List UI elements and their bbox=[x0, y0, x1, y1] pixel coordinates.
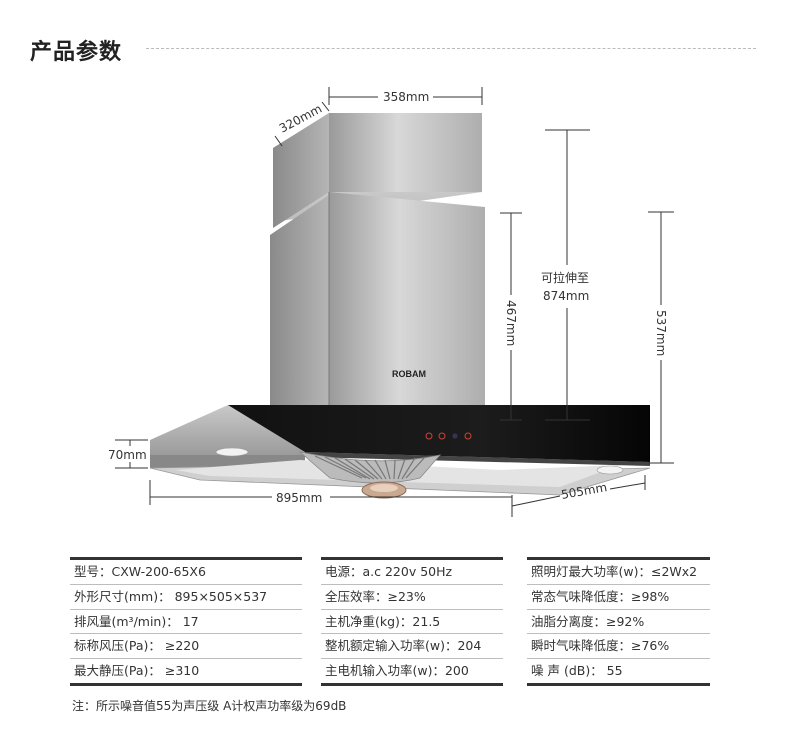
spec-power-supply: 电源：a.c 220v 50Hz bbox=[321, 560, 503, 585]
lamp-right bbox=[596, 465, 624, 475]
spec-max-static-pressure: 最大静压(Pa)： ≥310 bbox=[70, 659, 302, 686]
title-divider bbox=[146, 48, 756, 49]
spec-model: 型号：CXW-200-65X6 bbox=[70, 560, 302, 585]
control-button-fan bbox=[452, 433, 458, 439]
spec-odor-reduction: 常态气味降低度：≥98% bbox=[527, 585, 710, 610]
spec-rated-pressure: 标称风压(Pa)： ≥220 bbox=[70, 634, 302, 660]
dim-895mm: 895mm bbox=[276, 491, 322, 505]
lamp-left bbox=[215, 447, 249, 457]
spec-column-2: 电源：a.c 220v 50Hz 全压效率：≥23% 主机净重(kg)：21.5… bbox=[321, 557, 503, 686]
spec-dimensions: 外形尺寸(mm)： 895×505×537 bbox=[70, 585, 302, 610]
spec-lamp-power: 照明灯最大功率(w)：≤2Wx2 bbox=[527, 560, 710, 585]
dimension-lines bbox=[115, 87, 674, 517]
dim-874mm: 874mm bbox=[543, 289, 589, 303]
spec-motor-input-power: 主电机输入功率(w)：200 bbox=[321, 659, 503, 686]
spec-noise: 噪 声 (dB)： 55 bbox=[527, 659, 710, 686]
upper-chimney bbox=[273, 113, 482, 228]
spec-column-3: 照明灯最大功率(w)：≤2Wx2 常态气味降低度：≥98% 油脂分离度：≥92%… bbox=[527, 557, 710, 686]
brand-logo: ROBAM bbox=[392, 369, 426, 379]
lower-chimney: ROBAM bbox=[270, 192, 485, 420]
dim-537mm: 537mm bbox=[654, 310, 668, 356]
control-button-power bbox=[425, 432, 433, 440]
spec-rated-input-power: 整机额定输入功率(w)：204 bbox=[321, 634, 503, 660]
dim-70mm: 70mm bbox=[108, 448, 147, 462]
spec-column-1: 型号：CXW-200-65X6 外形尺寸(mm)： 895×505×537 排风… bbox=[70, 557, 302, 686]
spec-efficiency: 全压效率：≥23% bbox=[321, 585, 503, 610]
dim-358mm: 358mm bbox=[383, 90, 429, 104]
footnote: 注：所示噪音值55为声压级 A计权声功率级为69dB bbox=[72, 699, 347, 713]
range-hood-diagram: ROBAM bbox=[108, 87, 674, 517]
page-title: 产品参数 bbox=[30, 40, 123, 65]
spec-instant-odor-reduction: 瞬时气味降低度：≥76% bbox=[527, 634, 710, 660]
control-button-light bbox=[438, 432, 446, 440]
control-button-timer bbox=[464, 432, 472, 440]
spec-air-volume: 排风量(m³/min)： 17 bbox=[70, 610, 302, 635]
dim-467mm: 467mm bbox=[504, 300, 518, 346]
glass-panel bbox=[228, 405, 650, 466]
spec-net-weight: 主机净重(kg)：21.5 bbox=[321, 610, 503, 635]
spec-grease-separation: 油脂分离度：≥92% bbox=[527, 610, 710, 635]
extend-label: 可拉伸至 bbox=[541, 270, 589, 285]
fan-grille bbox=[298, 451, 442, 499]
